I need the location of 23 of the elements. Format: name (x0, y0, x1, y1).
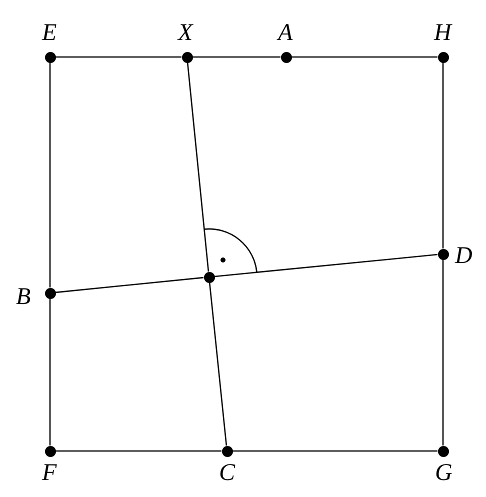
point-label: C (219, 461, 236, 485)
point-label: E (42, 21, 57, 45)
point-label: B (16, 285, 31, 309)
line-segment (56, 450, 222, 452)
line-segment (292, 56, 438, 58)
line-segment (49, 298, 51, 446)
line-segment (208, 282, 228, 446)
line-segment (56, 56, 182, 58)
point-label: G (435, 461, 452, 485)
line-segment (49, 62, 51, 288)
point-label: D (455, 244, 472, 268)
point-label: X (178, 21, 193, 45)
line-segment (232, 450, 438, 452)
line-segment (55, 276, 204, 294)
line-segment (192, 56, 280, 58)
point-label: A (278, 21, 293, 45)
line-segment (442, 260, 444, 446)
line-segment (186, 62, 210, 272)
point (204, 272, 214, 282)
point-label: H (434, 21, 452, 45)
line-segment (442, 62, 444, 248)
line-segment (214, 254, 438, 278)
point-label: F (42, 461, 57, 485)
